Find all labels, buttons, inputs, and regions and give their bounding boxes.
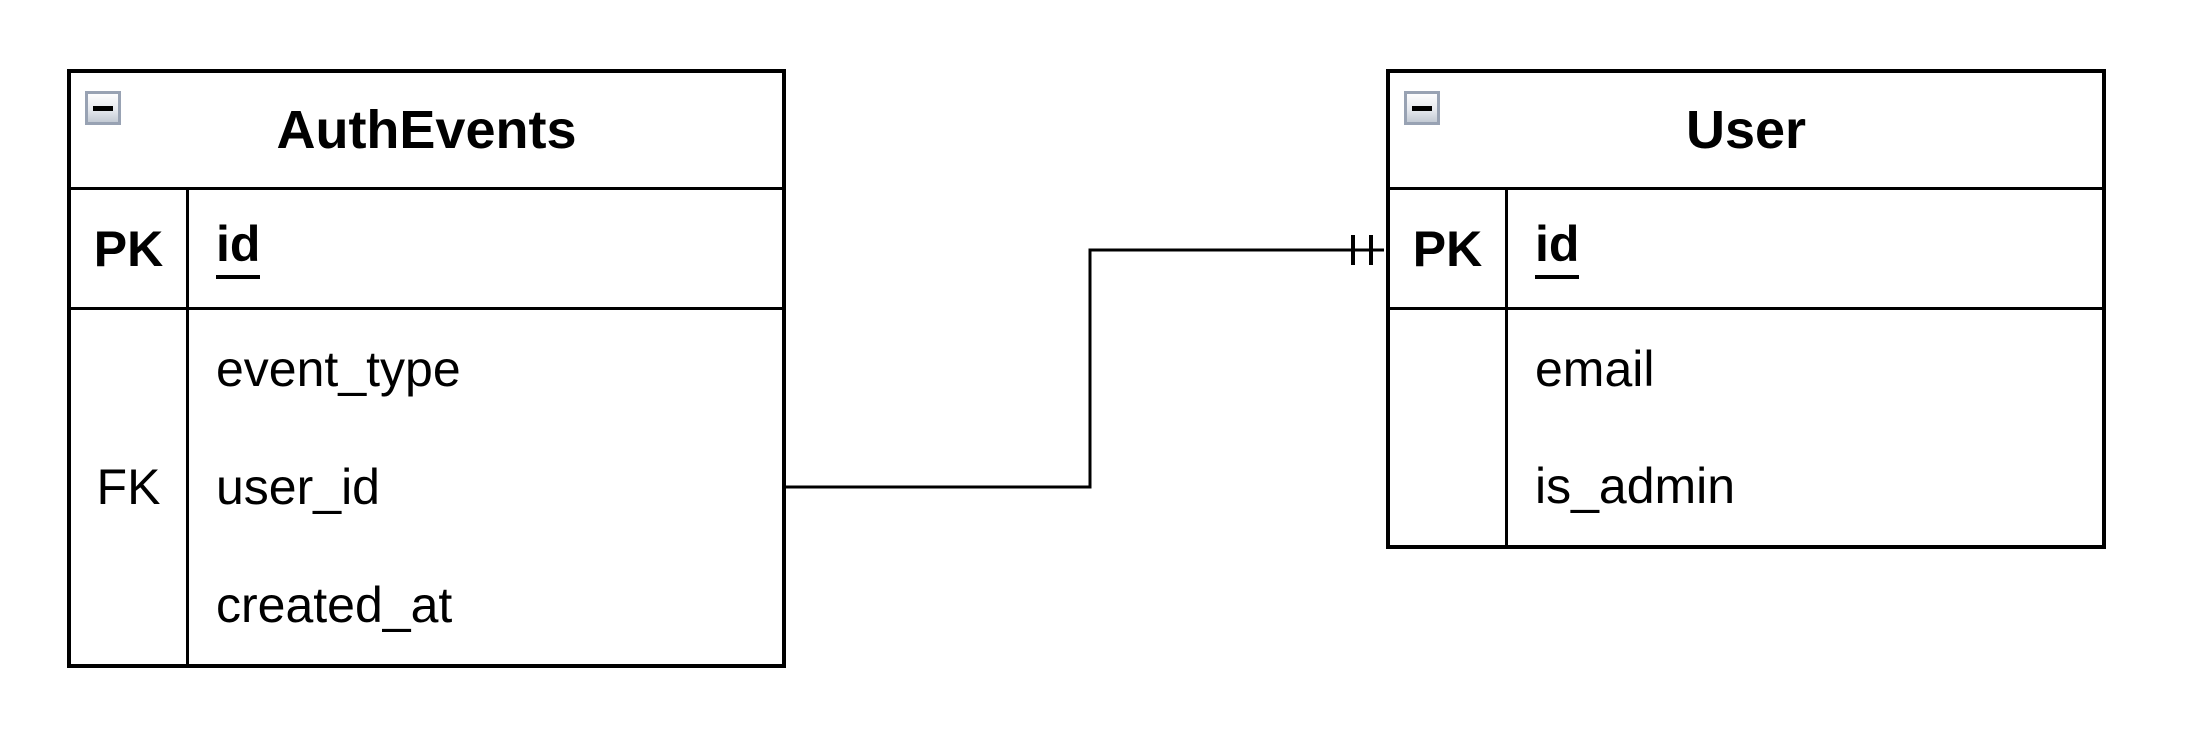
field-cell: created_at: [189, 546, 782, 664]
key-cell-empty: [71, 310, 189, 428]
key-cell-empty: [1390, 310, 1508, 428]
pk-field-label: id: [216, 218, 261, 279]
table-authevents[interactable]: AuthEvents PK id event_type FK user_id c…: [67, 69, 786, 668]
field-label: email: [1535, 340, 1655, 397]
key-cell-empty: [71, 546, 189, 664]
field-label: created_at: [216, 577, 453, 633]
connector-line: [786, 248, 1384, 489]
collapse-button[interactable]: [85, 91, 121, 125]
minus-icon: [93, 105, 113, 111]
pk-field-cell: id: [1508, 190, 2102, 310]
pk-field-cell: id: [189, 190, 782, 310]
fk-key-cell: FK: [71, 428, 189, 546]
table-authevents-header: AuthEvents: [71, 73, 782, 190]
table-user-header: User: [1390, 73, 2102, 190]
pk-field-label: id: [1535, 218, 1580, 279]
field-label: is_admin: [1535, 458, 1736, 515]
collapse-button[interactable]: [1404, 91, 1440, 125]
pk-key-cell: PK: [71, 190, 189, 310]
key-cell-empty: [1390, 427, 1508, 545]
pk-key-cell: PK: [1390, 190, 1508, 310]
cardinality-one-ticks: [1351, 235, 1373, 265]
field-cell: is_admin: [1508, 428, 2102, 546]
table-title: AuthEvents: [276, 100, 577, 160]
minus-icon: [1412, 105, 1432, 111]
field-cell: event_type: [189, 310, 782, 428]
field-cell: user_id: [189, 428, 782, 546]
table-title: User: [1685, 100, 1807, 160]
field-cell: email: [1508, 310, 2102, 428]
table-user[interactable]: User PK id email is_admin: [1386, 69, 2106, 549]
field-label: user_id: [216, 459, 380, 515]
field-label: event_type: [216, 341, 461, 397]
